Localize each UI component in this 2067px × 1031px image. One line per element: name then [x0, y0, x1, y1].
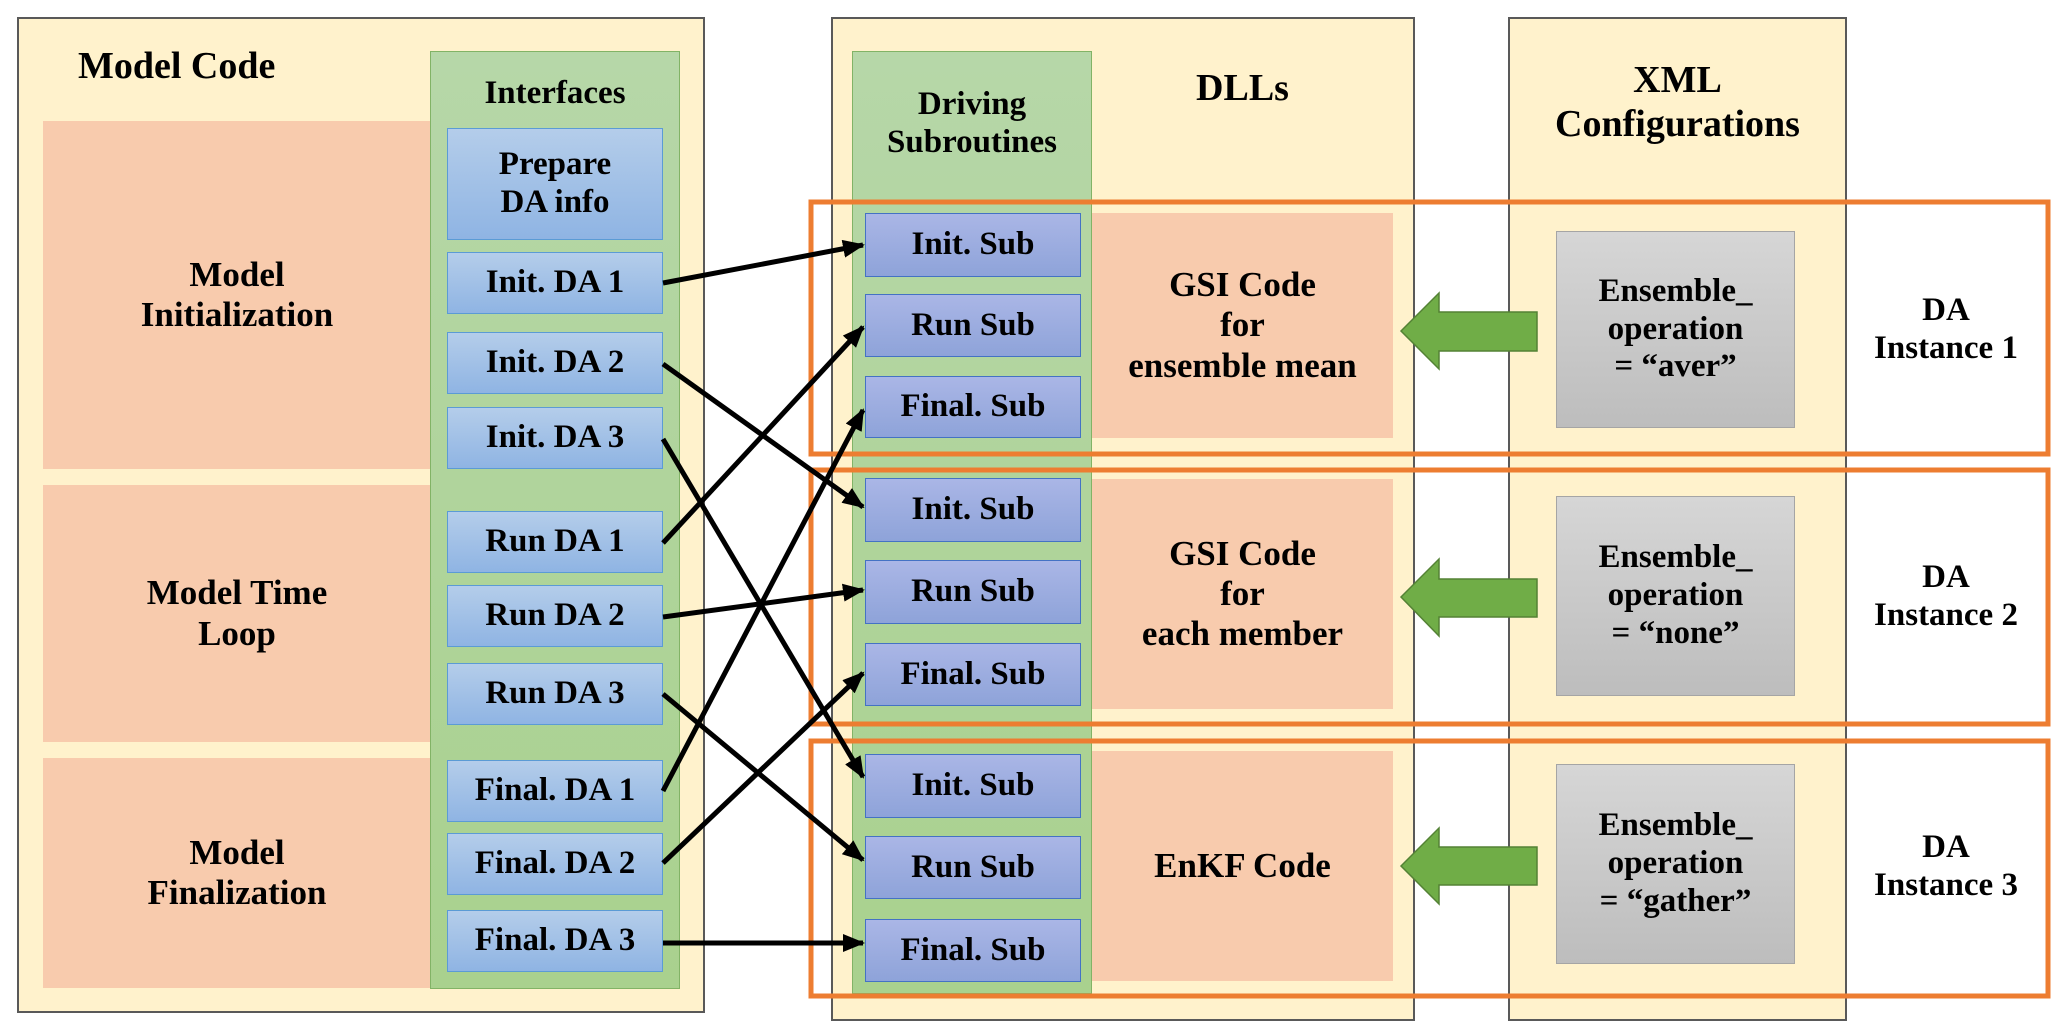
config-ensemble-gather[interactable]: Ensemble_ operation = “gather”	[1556, 764, 1795, 964]
code-gsi-each-member: GSI Code for each member	[1092, 479, 1393, 709]
arrow-run-da-1-to-run-sub-1	[661, 325, 865, 545]
sub-label: Init. Sub	[911, 767, 1035, 804]
phase-label: Model Finalization	[147, 832, 327, 912]
interface-label: Final. DA 1	[474, 772, 636, 809]
sub-label: Final. Sub	[900, 655, 1046, 692]
phase-label: Model Time Loop	[146, 573, 328, 653]
dlls-title: DLLs	[1196, 67, 1289, 109]
interface-label: Run DA 2	[485, 597, 625, 634]
phase-model-time-loop: Model Time Loop	[43, 485, 431, 742]
arrow-final-da-1-to-final-sub-1	[660, 408, 866, 793]
interface-label: Init. DA 2	[485, 344, 625, 381]
da-instance-3-label: DA Instance 3	[1874, 829, 2018, 903]
interfaces-title: Interfaces	[484, 74, 626, 111]
code-gsi-ensemble-mean: GSI Code for ensemble mean	[1092, 213, 1393, 438]
run-sub-2[interactable]: Run Sub	[865, 560, 1081, 624]
code-enkf: EnKF Code	[1092, 751, 1393, 981]
da-instance-1-frame	[808, 199, 2051, 457]
final-sub-2[interactable]: Final. Sub	[865, 643, 1081, 706]
sub-label: Run Sub	[911, 848, 1035, 885]
da-instance-3-frame	[808, 738, 2051, 999]
interface-run-da-3[interactable]: Run DA 3	[447, 663, 663, 725]
interface-label: Run DA 1	[485, 523, 625, 560]
interface-label: Init. DA 3	[485, 419, 625, 456]
final-sub-1[interactable]: Final. Sub	[865, 376, 1081, 438]
arrow-init-da-1-to-init-sub-1	[662, 239, 865, 286]
interface-label: Prepare DA info	[498, 146, 612, 220]
config-label: Ensemble_ operation = “none”	[1598, 539, 1753, 651]
config-ensemble-aver[interactable]: Ensemble_ operation = “aver”	[1556, 231, 1795, 428]
code-label: EnKF Code	[1154, 845, 1331, 885]
arrow-final-da-2-to-final-sub-2	[661, 671, 865, 865]
interface-final-da-2[interactable]: Final. DA 2	[447, 833, 663, 895]
interface-run-da-2[interactable]: Run DA 2	[447, 585, 663, 647]
interface-final-da-1[interactable]: Final. DA 1	[447, 760, 663, 822]
arrow-init-da-3-to-init-sub-3	[660, 437, 866, 779]
xml-configurations-title: XML Configurations	[1555, 59, 1800, 145]
sub-label: Final. Sub	[900, 388, 1046, 425]
interface-label: Init. DA 1	[485, 264, 625, 301]
run-sub-3[interactable]: Run Sub	[865, 836, 1081, 899]
driving-subroutines-title: Driving Subroutines	[887, 86, 1057, 160]
final-sub-3[interactable]: Final. Sub	[865, 919, 1081, 982]
da-instance-2-label: DA Instance 2	[1874, 559, 2018, 633]
interface-label: Final. DA 2	[474, 845, 636, 882]
phase-label: Model Initialization	[140, 254, 334, 334]
config-label: Ensemble_ operation = “aver”	[1598, 272, 1753, 385]
interface-label: Final. DA 3	[474, 922, 636, 959]
code-label: GSI Code for each member	[1141, 533, 1344, 654]
init-sub-2[interactable]: Init. Sub	[865, 478, 1081, 542]
code-label: GSI Code for ensemble mean	[1128, 265, 1357, 385]
sub-label: Init. Sub	[911, 491, 1035, 528]
arrow-run-da-3-to-run-sub-3	[661, 692, 865, 862]
interface-final-da-3[interactable]: Final. DA 3	[447, 910, 663, 972]
interface-label: Run DA 3	[485, 675, 625, 712]
sub-label: Init. Sub	[911, 226, 1035, 263]
sub-label: Run Sub	[911, 573, 1035, 610]
interface-init-da-3[interactable]: Init. DA 3	[447, 407, 663, 469]
model-code-title: Model Code	[78, 45, 276, 87]
init-sub-3[interactable]: Init. Sub	[865, 754, 1081, 818]
interface-init-da-2[interactable]: Init. DA 2	[447, 332, 663, 394]
init-sub-1[interactable]: Init. Sub	[865, 213, 1081, 277]
config-ensemble-none[interactable]: Ensemble_ operation = “none”	[1556, 496, 1795, 696]
da-instance-1-label: DA Instance 1	[1874, 292, 2018, 366]
sub-label: Run Sub	[911, 306, 1035, 343]
sub-label: Final. Sub	[900, 931, 1046, 968]
interface-init-da-1[interactable]: Init. DA 1	[447, 252, 663, 314]
interface-prepare-da-info[interactable]: Prepare DA info	[447, 128, 663, 240]
phase-model-finalization: Model Finalization	[43, 758, 431, 988]
interface-run-da-1[interactable]: Run DA 1	[447, 511, 663, 573]
run-sub-1[interactable]: Run Sub	[865, 294, 1081, 357]
phase-model-initialization: Model Initialization	[43, 121, 431, 469]
config-label: Ensemble_ operation = “gather”	[1598, 807, 1753, 919]
config-arrow-2	[1399, 557, 1538, 638]
config-arrow-1	[1399, 291, 1538, 371]
config-arrow-3	[1399, 826, 1538, 906]
